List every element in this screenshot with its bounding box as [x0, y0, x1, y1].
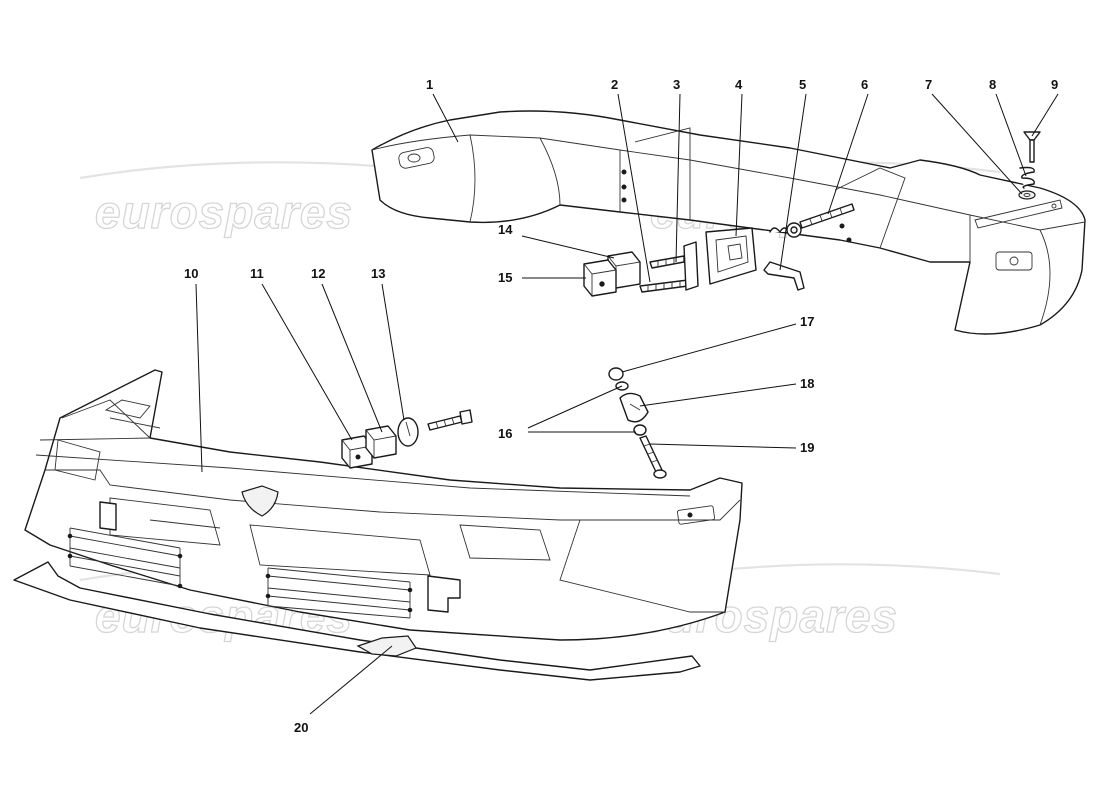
spring-clip-5: [763, 222, 805, 291]
rubber-block-15: [583, 259, 617, 297]
washer-7: [1018, 190, 1036, 200]
bolt-6: [799, 203, 855, 229]
spring-8: [1019, 166, 1035, 189]
rubber-block-12: [365, 425, 397, 459]
callout-12: 12: [311, 266, 325, 281]
callout-4: 4: [735, 77, 743, 92]
callout-labels: 1 2 3 4 5 6 7 8 9 10 11 12 13 14 15 16 1…: [184, 77, 1058, 735]
callout-16: 16: [498, 426, 512, 441]
callout-3: 3: [673, 77, 680, 92]
callout-15: 15: [498, 270, 512, 285]
callout-14: 14: [498, 222, 513, 237]
spoiler-clip: [356, 635, 417, 657]
mount-bracket-4: [705, 227, 757, 285]
buffer-18: [619, 392, 649, 423]
center-bracket: [427, 575, 461, 613]
front-bumper: [24, 369, 743, 641]
bolt-plate-3: [649, 241, 699, 291]
callout-13: 13: [371, 266, 385, 281]
left-grille: [67, 527, 183, 589]
callout-8: 8: [989, 77, 996, 92]
center-grille: [265, 567, 413, 619]
bolt-2: [639, 279, 689, 293]
callout-10: 10: [184, 266, 198, 281]
callout-19: 19: [800, 440, 814, 455]
front-spoiler-lip: [13, 561, 701, 681]
callout-17: 17: [800, 314, 814, 329]
nut-17: [608, 367, 624, 381]
leader-lines: [195, 93, 1059, 715]
callout-2: 2: [611, 77, 618, 92]
screw-9: [1023, 131, 1041, 163]
callout-18: 18: [800, 376, 814, 391]
rubber-block-11: [341, 435, 373, 469]
callout-6: 6: [861, 77, 868, 92]
callout-11: 11: [250, 266, 264, 281]
callout-5: 5: [799, 77, 806, 92]
washer-16-lower: [633, 424, 647, 436]
callout-1: 1: [426, 77, 433, 92]
callout-9: 9: [1051, 77, 1058, 92]
rear-bumper: [371, 110, 1086, 335]
slotted-washer-13: [397, 417, 419, 447]
bolt-19: [639, 435, 667, 479]
callout-20: 20: [294, 720, 308, 735]
side-reflector: [677, 505, 715, 525]
bolt-front: [427, 409, 473, 431]
callout-7: 7: [925, 77, 932, 92]
svg-text:eurospares: eurospares: [95, 186, 353, 238]
badge-emblem: [241, 485, 279, 517]
left-bracket: [99, 501, 117, 531]
